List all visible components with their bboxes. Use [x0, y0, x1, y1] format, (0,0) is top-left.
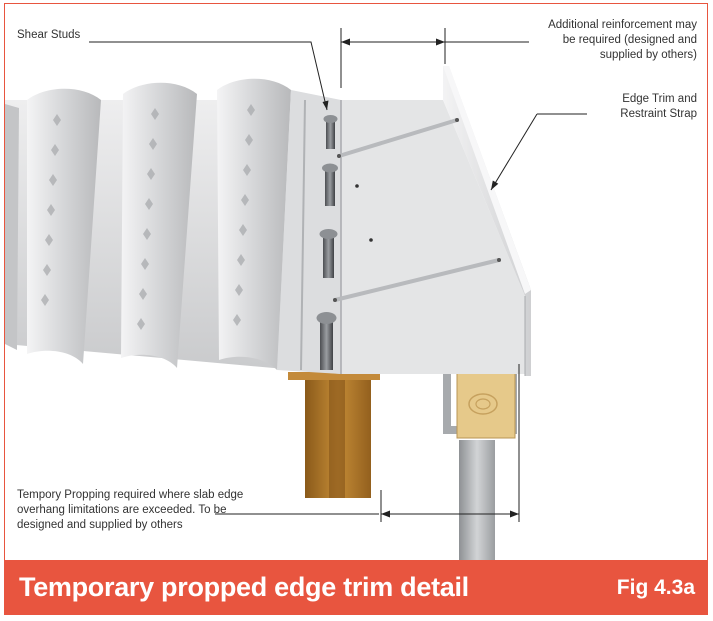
label-line: Restraint Strap: [620, 108, 697, 120]
label-line: overhang limitations are exceeded. To be: [17, 504, 227, 516]
temporary-prop: [443, 371, 517, 564]
label-line: designed and supplied by others: [17, 519, 183, 531]
slab-edge-plate: [340, 100, 525, 374]
label-line: supplied by others): [599, 49, 697, 61]
shear-studs: [316, 115, 338, 370]
figure-frame: Shear Studs Additional reinforcement may…: [4, 3, 708, 615]
additional-reinforcement-label: Additional reinforcement may be required…: [475, 18, 697, 63]
tempory-propping-label: Tempory Propping required where slab edg…: [17, 488, 317, 533]
figure-number: Fig 4.3a: [616, 576, 695, 599]
shear-stud: [323, 115, 338, 149]
caption-bar: Temporary propped edge trim detail Fig 4…: [5, 560, 707, 614]
edge-trim-label: Edge Trim and Restraint Strap: [565, 92, 697, 122]
leader-lines: [89, 28, 587, 522]
label-line: be required (designed and: [562, 34, 697, 46]
shear-studs-label: Shear Studs: [17, 29, 81, 41]
edge-trim: [443, 66, 531, 376]
shear-stud: [316, 312, 337, 370]
restraint-straps: [333, 118, 501, 302]
edge-trim-illustration: [5, 28, 587, 564]
figure-title: Temporary propped edge trim detail: [19, 572, 469, 602]
shear-stud: [322, 163, 338, 206]
label-line: Edge Trim and: [622, 93, 697, 105]
steel-beam: [288, 372, 380, 498]
profiled-deck: [5, 78, 341, 374]
shear-stud: [319, 229, 338, 278]
arrowheads: [322, 38, 519, 518]
label-line: Additional reinforcement may: [548, 19, 697, 31]
label-line: Tempory Propping required where slab edg…: [17, 489, 244, 501]
